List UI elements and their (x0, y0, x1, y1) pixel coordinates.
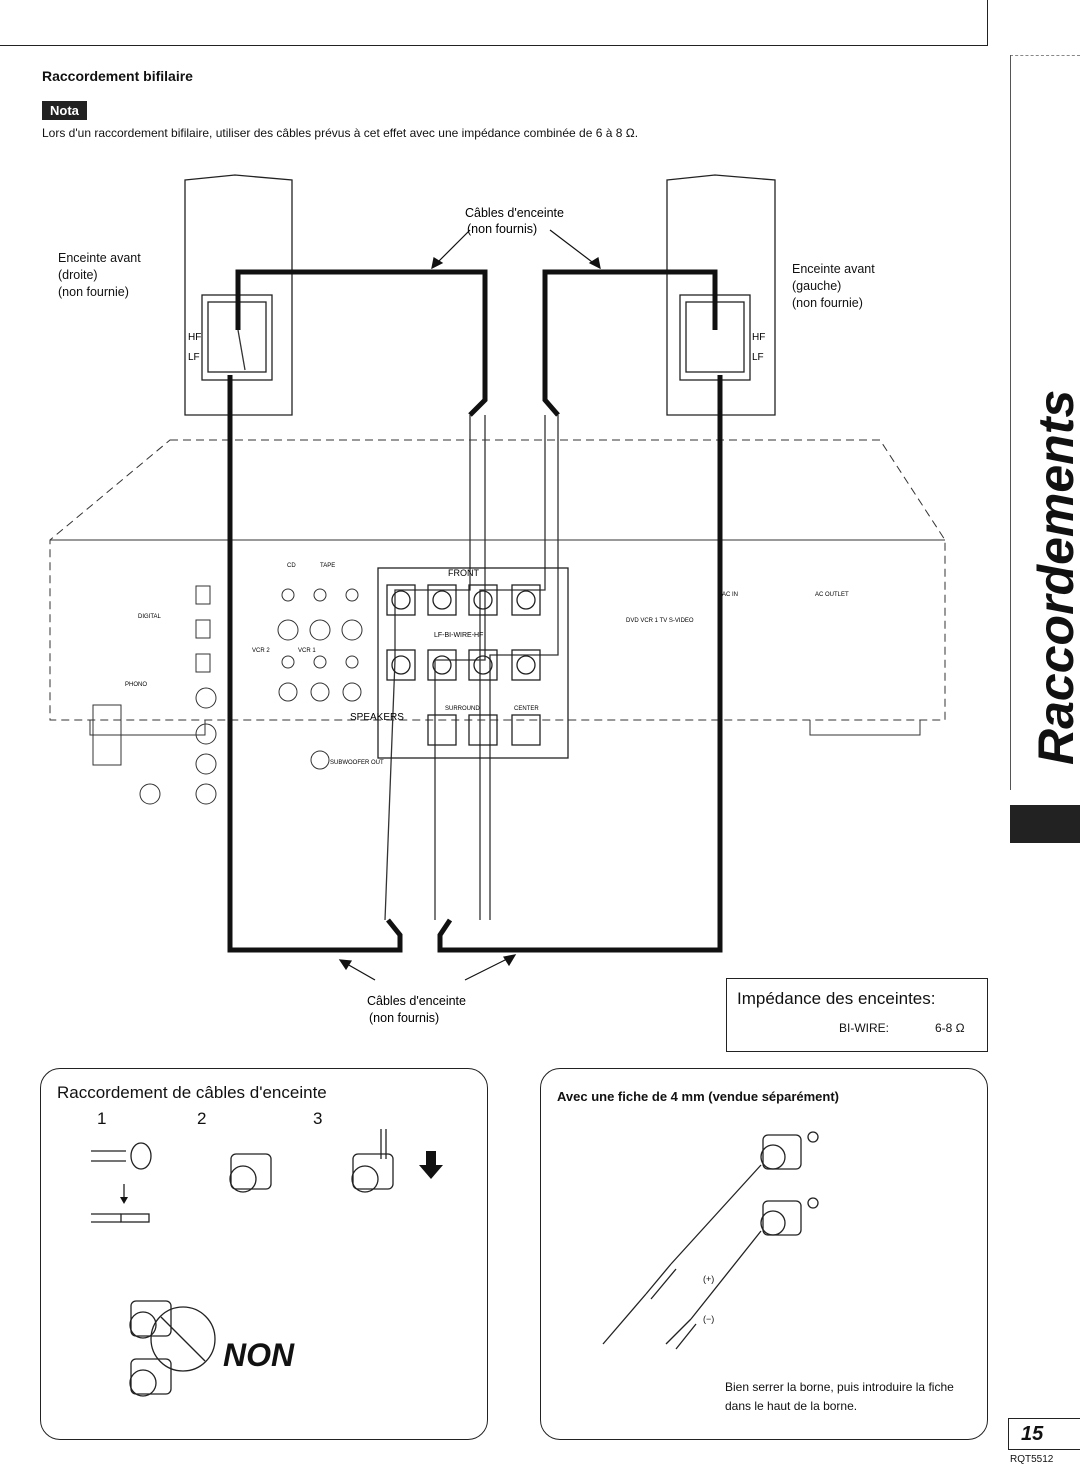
panel-right-caption: Bien serrer la borne, puis introduire la… (725, 1380, 954, 1413)
step-2: 2 (197, 1109, 207, 1128)
phono-text: PHONO (125, 682, 147, 688)
lf-label-right: LF (188, 352, 200, 363)
minus-label: (−) (703, 1314, 715, 1324)
receiver-jacks (92, 585, 363, 805)
panel-left-title: Raccordement de câbles d'enceinte (57, 1083, 327, 1102)
cables-bottom-label-1: Câbles d'enceinte (367, 994, 466, 1008)
hf-label-left: HF (752, 332, 765, 343)
impedance-box: Impédance des enceintes: BI-WIRE: 6-8 Ω (726, 978, 988, 1052)
subwoofer-text: SUBWOOFER OUT (330, 760, 384, 766)
vcr1-text: VCR 1 (298, 648, 316, 654)
cables-top-label-1: Câbles d'enceinte (465, 206, 564, 220)
cd-text: CD (287, 563, 296, 569)
receiver-outline (49, 439, 946, 736)
side-tab-marker (1010, 805, 1080, 843)
side-divider (1010, 55, 1011, 790)
center-text: CENTER (514, 706, 539, 712)
section-title: Raccordement bifilaire (42, 68, 193, 84)
lf-label-left: LF (752, 352, 764, 363)
nota-text: Lors d'un raccordement bifilaire, utilis… (42, 126, 639, 140)
side-rule (1010, 55, 1080, 56)
speaker-terminal-panel (377, 567, 569, 759)
impedance-title: Impédance des enceintes: (737, 989, 936, 1008)
page-number: 15 (1021, 1423, 1044, 1445)
impedance-value: 6-8 Ω (935, 1021, 965, 1035)
non-label: NON (223, 1337, 295, 1373)
nota-badge: Nota (42, 101, 87, 120)
thin-cables (237, 329, 559, 921)
panel-cable-connection: Raccordement de câbles d'enceinte 1 2 3 (40, 1068, 488, 1440)
plus-label: (+) (703, 1274, 715, 1284)
hf-label-right: HF (188, 332, 201, 343)
speaker-right-label: Enceinte avant (droite) (non fournie) (58, 251, 141, 299)
svideo-text: DVD VCR 1 TV S-VIDEO (626, 618, 694, 624)
cables-bottom-label-2: (non fournis) (369, 1011, 439, 1025)
panel-4mm-plug: Avec une fiche de 4 mm (vendue séparémen… (540, 1068, 988, 1440)
front-text: FRONT (448, 568, 479, 578)
ac-outlet-text: AC OUTLET (815, 592, 849, 598)
biwire-text: LF-BI-WIRE-HF (434, 632, 483, 639)
tape-text: TAPE (320, 563, 335, 569)
digital-text: DIGITAL (138, 614, 162, 620)
biwire-diagram: Câbles d'enceinte (non fournis) Câbles d… (49, 174, 946, 1025)
page-number-box: 15 (1008, 1418, 1080, 1450)
vcr2-text: VCR 2 (252, 648, 270, 654)
speaker-cables (227, 269, 723, 953)
plug-illustration (602, 1131, 819, 1350)
side-title: Raccordements (1028, 389, 1080, 765)
surround-text: SURROUND (445, 706, 480, 712)
doc-code: RQT5512 (1010, 1454, 1054, 1465)
step-1: 1 (97, 1109, 107, 1128)
panel-right-title: Avec une fiche de 4 mm (vendue séparémen… (557, 1089, 840, 1104)
top-frame (0, 0, 988, 46)
ac-in-text: AC IN (722, 592, 738, 598)
speaker-left-label: Enceinte avant (gauche) (non fournie) (792, 262, 875, 310)
cable-steps-illustration (91, 1129, 443, 1397)
cable-arrows (338, 229, 601, 981)
speakers-text: SPEAKERS (350, 712, 404, 723)
cables-top-label-2: (non fournis) (467, 222, 537, 236)
impedance-label: BI-WIRE: (839, 1021, 889, 1035)
step-3: 3 (313, 1109, 323, 1128)
